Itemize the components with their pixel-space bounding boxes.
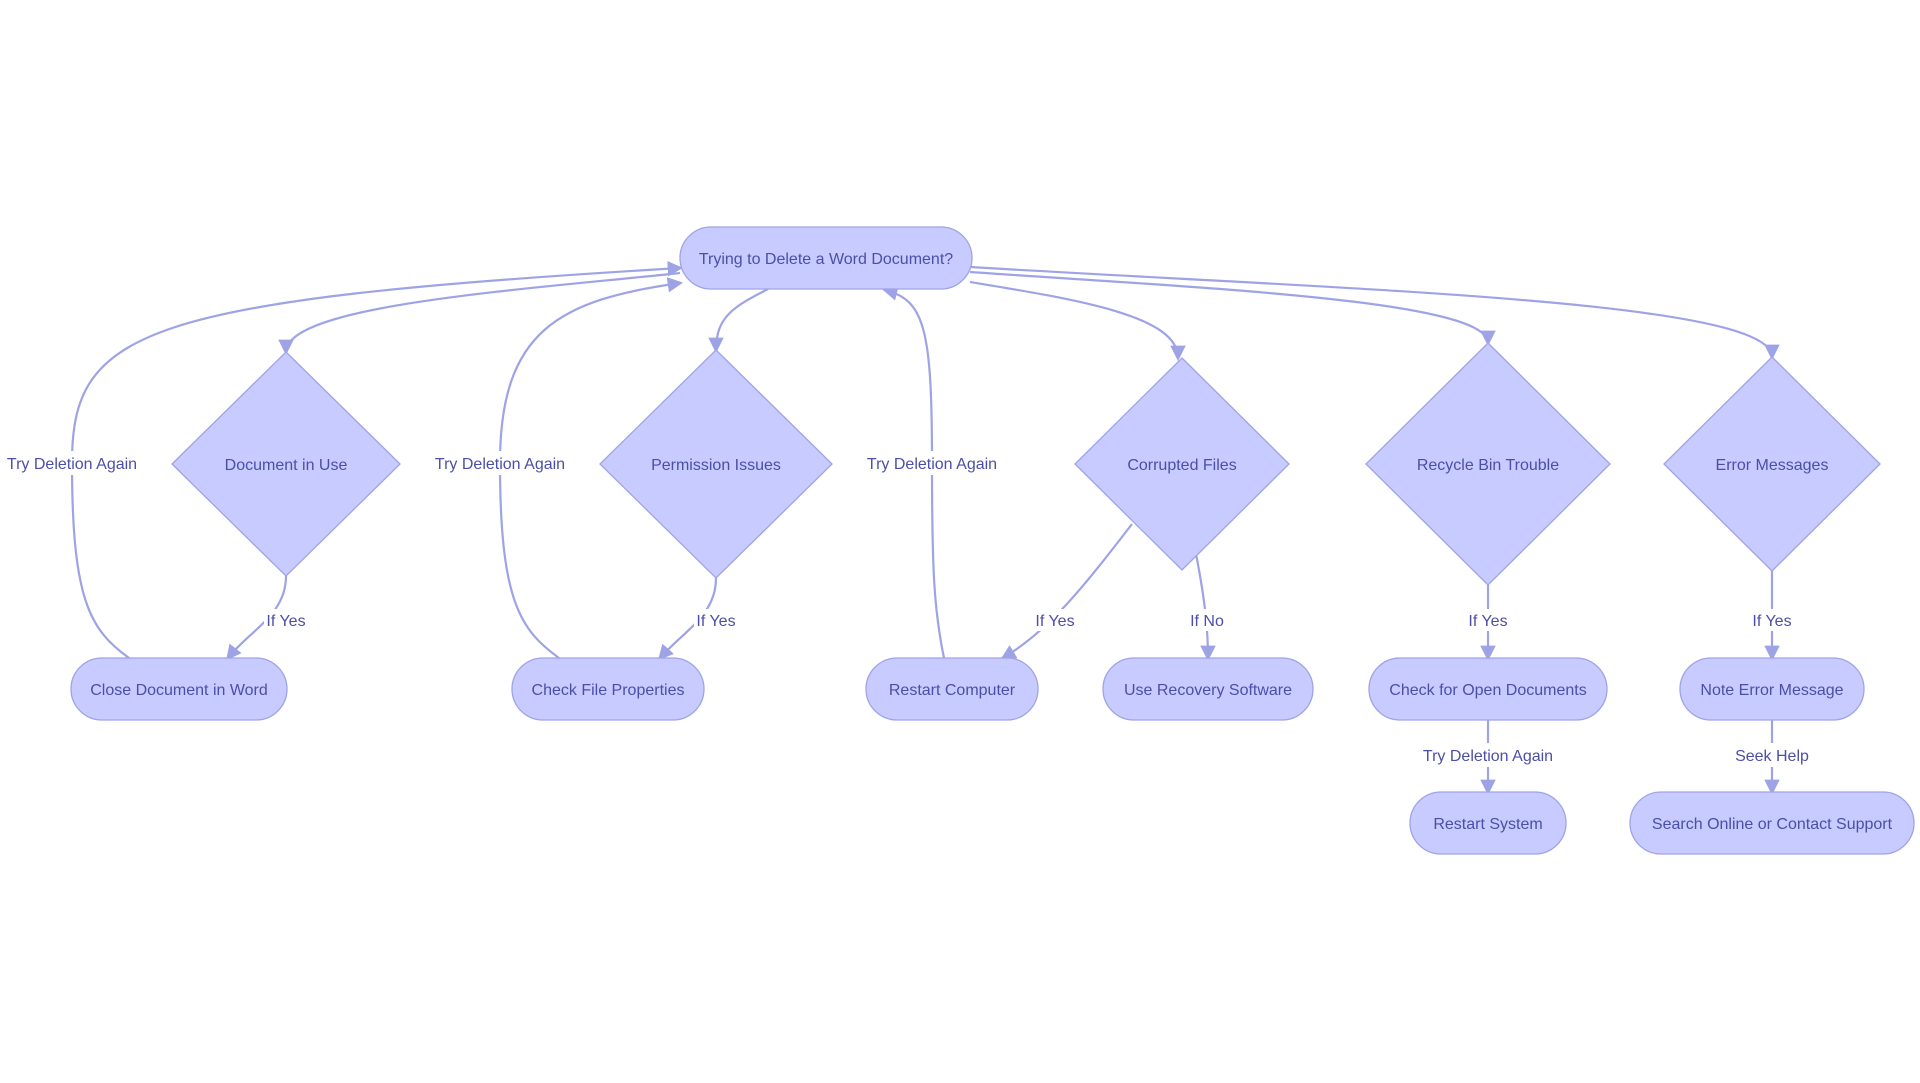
svg-text:Corrupted Files: Corrupted Files [1127,457,1236,474]
decision-error-messages: Error Messages [1663,356,1881,572]
svg-text:Error Messages: Error Messages [1716,457,1829,474]
decision-document-in-use: Document in Use [171,351,401,577]
svg-text:Try Deletion Again: Try Deletion Again [1423,748,1553,765]
svg-text:Trying to Delete a Word Docume: Trying to Delete a Word Document? [699,251,953,268]
label-restart-retry: Try Deletion Again [867,451,997,475]
svg-text:If No: If No [1190,613,1224,630]
svg-text:Check for Open Documents: Check for Open Documents [1389,682,1586,699]
node-note-error-message: Note Error Message [1679,657,1865,721]
label-recycle-yes: If Yes [1466,609,1510,631]
svg-text:Seek Help: Seek Help [1735,748,1809,765]
label-seek-help: Seek Help [1734,743,1810,767]
node-start: Trying to Delete a Word Document? [679,226,973,290]
svg-text:Recycle Bin Trouble: Recycle Bin Trouble [1417,457,1559,474]
edge-labels: Try Deletion Again Try Deletion Again Tr… [7,451,1810,767]
svg-text:Permission Issues: Permission Issues [651,457,781,474]
svg-text:Try Deletion Again: Try Deletion Again [867,456,997,473]
svg-text:If Yes: If Yes [266,613,305,630]
nodes: Trying to Delete a Word Document? Docume… [70,226,1915,855]
svg-text:Check File Properties: Check File Properties [532,682,685,699]
svg-text:If Yes: If Yes [696,613,735,630]
node-check-open-documents: Check for Open Documents [1368,657,1608,721]
svg-text:Close Document in Word: Close Document in Word [90,682,268,699]
node-check-file-properties: Check File Properties [511,657,705,721]
svg-text:Restart Computer: Restart Computer [889,682,1016,699]
edge-start-to-recycle [969,270,1496,347]
svg-text:Try Deletion Again: Try Deletion Again [7,456,137,473]
svg-text:Note Error Message: Note Error Message [1700,682,1843,699]
label-perm-yes: If Yes [694,609,738,631]
node-search-online-support: Search Online or Contact Support [1629,791,1915,855]
svg-text:If Yes: If Yes [1752,613,1791,630]
svg-text:If Yes: If Yes [1035,613,1074,630]
label-close-retry: Try Deletion Again [7,451,137,475]
edge-start-to-permission [708,288,769,354]
node-close-document: Close Document in Word [70,657,288,721]
edge-corrupt-no [1194,553,1216,662]
node-restart-computer: Restart Computer [865,657,1039,721]
svg-text:Try Deletion Again: Try Deletion Again [435,456,565,473]
edge-close-doc-retry [70,261,684,659]
label-doc-yes: If Yes [264,609,308,631]
label-corrupt-yes: If Yes [1033,609,1077,631]
svg-text:Use Recovery Software: Use Recovery Software [1124,682,1292,699]
decision-corrupted-files: Corrupted Files [1074,357,1290,571]
node-restart-system: Restart System [1409,791,1567,855]
label-open-retry: Try Deletion Again [1423,743,1553,767]
decision-permission-issues: Permission Issues [599,349,833,579]
svg-text:If Yes: If Yes [1468,613,1507,630]
node-use-recovery-software: Use Recovery Software [1102,657,1314,721]
label-props-retry: Try Deletion Again [435,451,565,475]
edge-start-to-corrupted [969,280,1186,362]
edge-start-to-errors [969,265,1780,361]
decision-recycle-bin-trouble: Recycle Bin Trouble [1365,342,1611,586]
label-corrupt-no: If No [1188,609,1226,631]
label-error-yes: If Yes [1750,609,1794,631]
edge-corrupt-yes [1000,523,1133,660]
svg-text:Search Online or Contact Suppo: Search Online or Contact Support [1652,816,1893,833]
edge-start-to-doc-in-use [278,271,681,356]
svg-text:Restart System: Restart System [1433,816,1542,833]
svg-text:Document in Use: Document in Use [225,457,348,474]
